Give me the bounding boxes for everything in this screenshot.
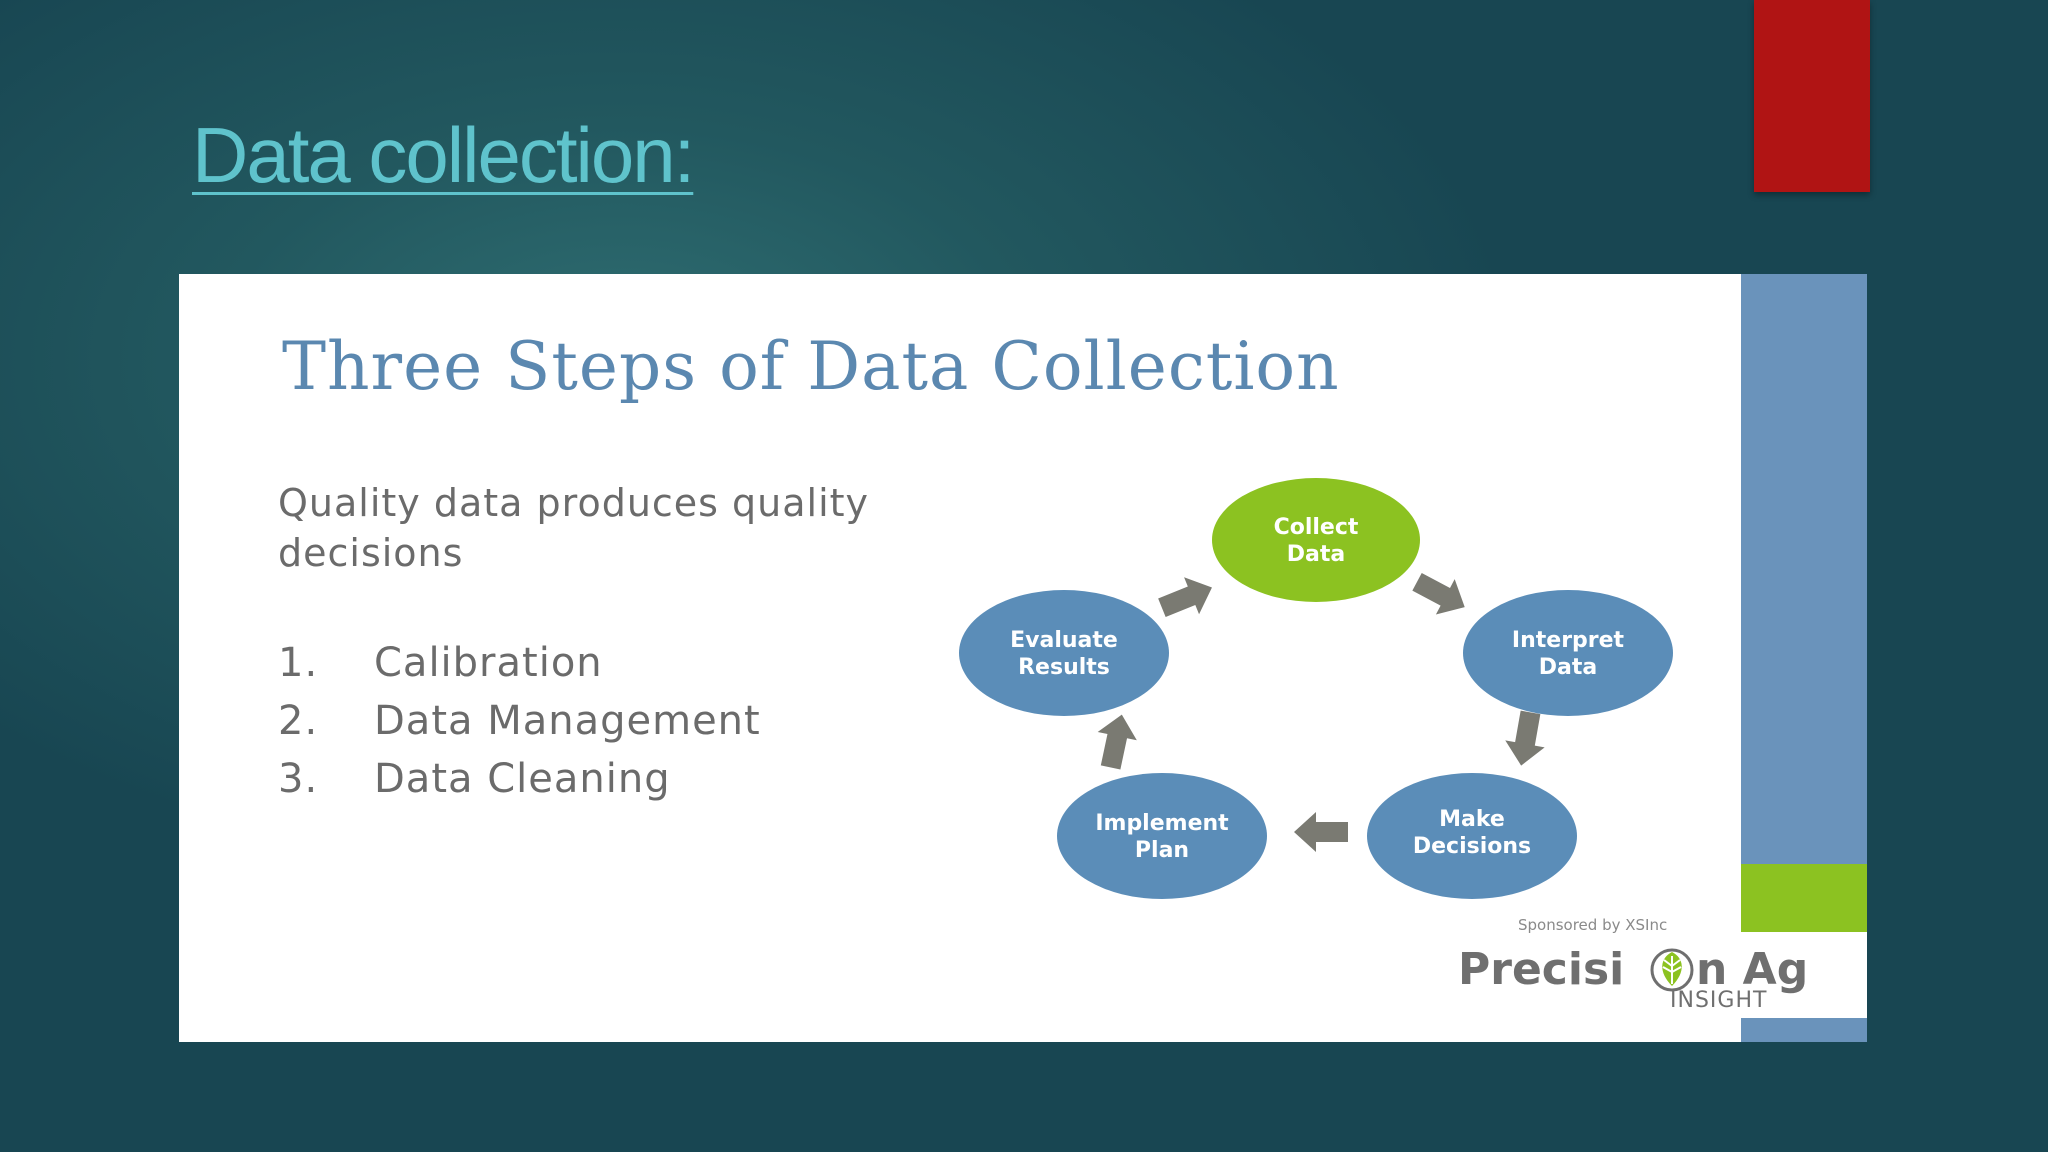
node-label-evaluate-results: Evaluate Results xyxy=(959,627,1169,681)
node-label-collect-data: Collect Data xyxy=(1211,514,1421,568)
cycle-node-collect-data xyxy=(1212,478,1420,602)
node-label-line: Evaluate xyxy=(1010,628,1118,653)
arrow-right-down-icon xyxy=(1412,572,1465,615)
image-side-white-stripe xyxy=(1741,932,1867,1018)
cycle-node-interpret-data xyxy=(1463,590,1673,716)
step-number: 3. xyxy=(278,756,319,802)
node-label-line: Interpret xyxy=(1511,628,1625,653)
step-label: Data Management xyxy=(374,698,761,744)
node-label-line: Data xyxy=(1286,542,1346,567)
node-label-line: Implement xyxy=(1095,811,1229,836)
logo-word-left: Precisi xyxy=(1458,944,1625,995)
image-side-green-stripe xyxy=(1741,864,1867,932)
step-number: 2. xyxy=(278,698,319,744)
node-label-line: Make xyxy=(1439,807,1505,832)
list-item: 1. Calibration xyxy=(278,640,761,698)
arrow-down-icon xyxy=(1505,710,1545,766)
corner-accent-block xyxy=(1754,0,1870,192)
node-label-implement-plan: Implement Plan xyxy=(1057,810,1267,864)
slide-title: Data collection: xyxy=(192,111,695,199)
image-tagline: Quality data produces quality decisions xyxy=(278,481,870,575)
node-label-line: Collect xyxy=(1273,515,1359,540)
node-label-line: Plan xyxy=(1134,838,1190,863)
arrow-up-icon xyxy=(1097,714,1137,770)
cycle-node-implement-plan xyxy=(1057,773,1267,899)
arrow-left-icon xyxy=(1294,812,1348,852)
sponsor-text: Sponsored by XSInc xyxy=(1518,916,1668,934)
logo-word-right: n Ag xyxy=(1696,944,1809,995)
step-number: 1. xyxy=(278,640,319,686)
arrow-right-up-icon xyxy=(1158,577,1212,618)
steps-list: 1. Calibration 2. Data Management 3. Dat… xyxy=(278,640,761,814)
list-item: 3. Data Cleaning xyxy=(278,756,761,814)
step-label: Calibration xyxy=(374,640,603,686)
leaf-icon xyxy=(1650,948,1694,992)
node-label-line: Decisions xyxy=(1412,834,1532,859)
list-item: 2. Data Management xyxy=(278,698,761,756)
image-title: Three Steps of Data Collection xyxy=(282,328,1340,405)
cycle-node-evaluate-results xyxy=(959,590,1169,716)
precision-ag-logo: Precisi n Ag INSIGHT xyxy=(1458,944,1858,1014)
step-label: Data Cleaning xyxy=(374,756,671,802)
node-label-line: Results xyxy=(1018,655,1110,680)
node-label-interpret-data: Interpret Data xyxy=(1463,627,1673,681)
node-label-make-decisions: Make Decisions xyxy=(1367,806,1577,860)
node-label-line: Data xyxy=(1538,655,1598,680)
cycle-node-make-decisions xyxy=(1367,773,1577,899)
logo-subtitle: INSIGHT xyxy=(1670,988,1768,1013)
